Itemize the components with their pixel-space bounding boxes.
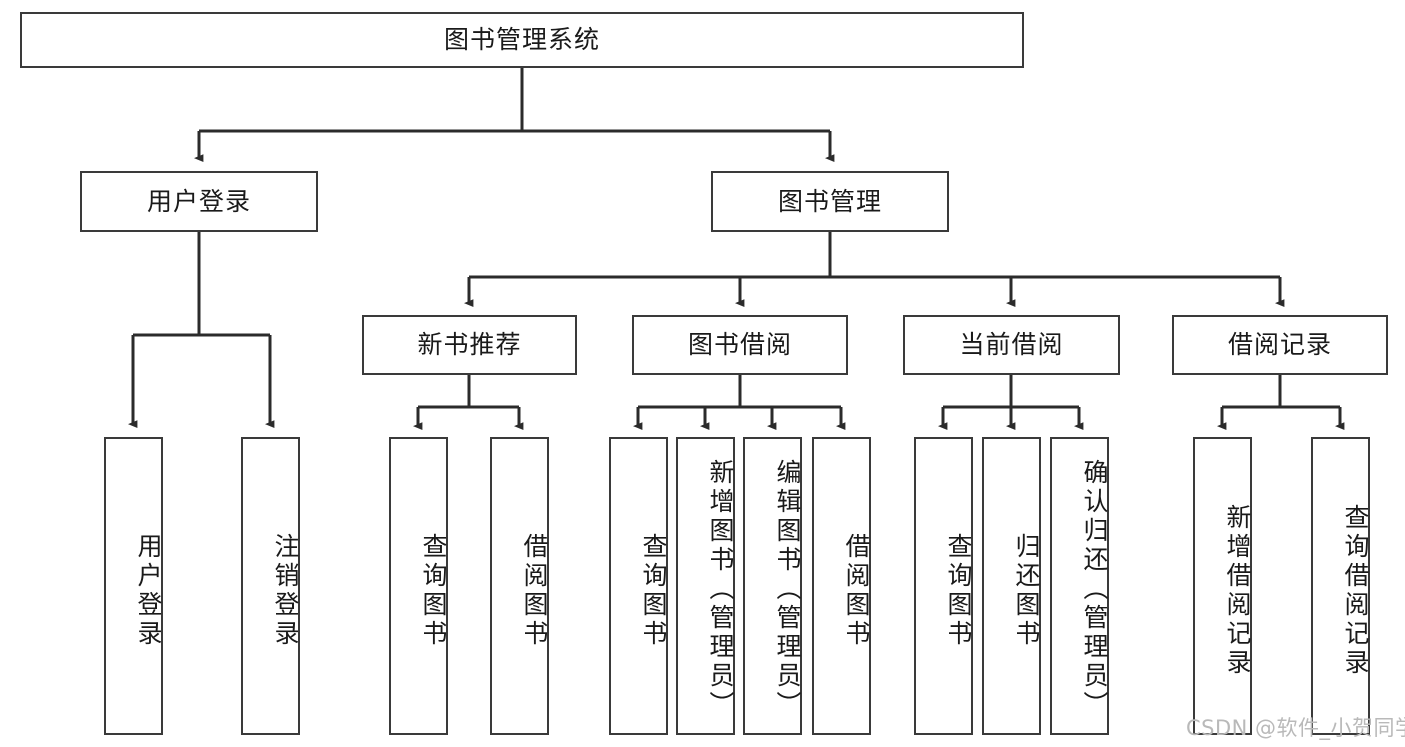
node-root-book-management-system[interactable]: 图书管理系统 [20,12,1024,68]
node-label: 查询图书 [944,533,973,649]
node-label: 图书管理系统 [443,25,600,55]
node-label: 用户登录 [134,533,163,649]
node-current-borrow[interactable]: 当前借阅 [903,315,1120,375]
node-label: 确认归还（管理员） [1080,458,1109,720]
node-label: 用户登录 [146,186,251,216]
node-label: 图书借阅 [687,330,792,360]
leaf-recommend-borrow-book[interactable]: 借阅图书 [490,437,549,735]
node-label: 注销登录 [271,533,300,649]
leaf-user-login-login[interactable]: 用户登录 [104,437,163,735]
node-label: 图书管理 [777,186,882,216]
node-book-management[interactable]: 图书管理 [711,171,949,232]
node-label: 查询图书 [639,533,668,649]
node-label: 查询借阅记录 [1341,504,1370,678]
leaf-record-query-borrow-record[interactable]: 查询借阅记录 [1311,437,1370,735]
node-borrow-record[interactable]: 借阅记录 [1172,315,1388,375]
node-label: 借阅图书 [520,533,549,649]
leaf-current-query-book[interactable]: 查询图书 [914,437,973,735]
node-label: 编辑图书（管理员） [773,458,802,720]
leaf-borrow-query-book[interactable]: 查询图书 [609,437,668,735]
leaf-recommend-query-book[interactable]: 查询图书 [389,437,448,735]
leaf-current-confirm-return-admin[interactable]: 确认归还（管理员） [1050,437,1109,735]
node-label: 新增借阅记录 [1223,504,1252,678]
node-label: 当前借阅 [959,330,1064,360]
node-label: 归还图书 [1012,533,1041,649]
node-label: 借阅记录 [1227,330,1332,360]
leaf-borrow-borrow-book[interactable]: 借阅图书 [812,437,871,735]
leaf-current-return-book[interactable]: 归还图书 [982,437,1041,735]
node-label: 新增图书（管理员） [706,458,735,720]
node-user-login[interactable]: 用户登录 [80,171,318,232]
node-label: 新书推荐 [417,330,522,360]
csdn-watermark: CSDN @软件_小贺同学 [1186,716,1405,740]
leaf-record-add-borrow-record[interactable]: 新增借阅记录 [1193,437,1252,735]
node-new-book-recommend[interactable]: 新书推荐 [362,315,577,375]
leaf-user-login-logout[interactable]: 注销登录 [241,437,300,735]
node-label: 查询图书 [419,533,448,649]
node-book-borrow[interactable]: 图书借阅 [632,315,848,375]
node-label: 借阅图书 [842,533,871,649]
leaf-borrow-edit-book-admin[interactable]: 编辑图书（管理员） [743,437,802,735]
leaf-borrow-add-book-admin[interactable]: 新增图书（管理员） [676,437,735,735]
